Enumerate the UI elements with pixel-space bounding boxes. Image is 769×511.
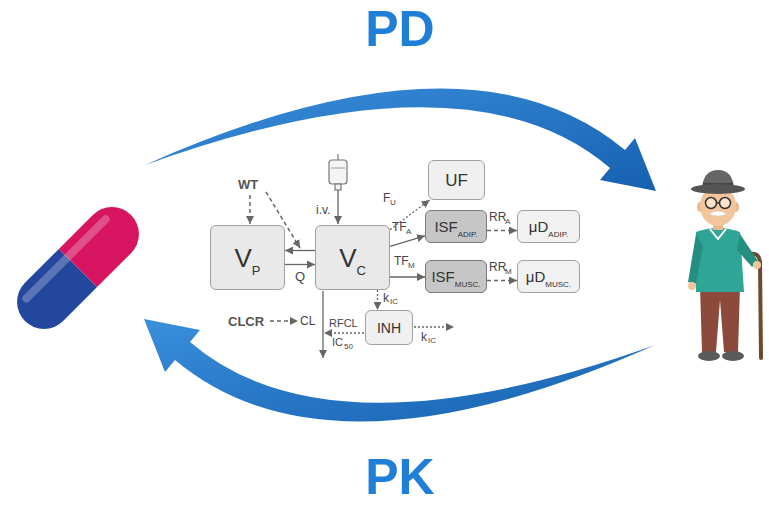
parameter-subscript: M [408,262,415,270]
node-text: μDADIP. [529,219,568,235]
covariate-label: CLCR [228,315,264,328]
flow-arrow [285,264,315,265]
compartment-subscript: ADIP. [458,230,478,239]
tissue-box: ISFADIP. [425,210,487,243]
compartment-name: INH [377,320,401,336]
parameter-label: IC [332,337,343,348]
pd-heading: PD [365,4,434,54]
route-label: i.v. [316,204,330,216]
parameter-label: k [421,331,427,343]
parameter-label: TF [392,221,407,233]
flow-arrow [487,230,517,231]
pk-heading: PK [365,452,434,502]
node-text: μDMUSC. [526,269,571,285]
parameter-subscript: A [505,218,510,226]
flow-arrow [285,250,315,251]
parameter-subscript: 50 [344,343,353,351]
node-text: UF [445,172,468,189]
parameter-label: TF [394,255,409,267]
capsule-pill [6,196,150,340]
compartment-subscript: MUSC. [545,280,571,289]
node-text: INH [377,320,401,336]
clcr-arrow [270,320,298,322]
tissue-box: ISFMUSC. [425,260,487,293]
flow-arrow [487,280,517,281]
compartment-name: V [339,243,356,273]
parameter-label: RFCL [329,318,358,329]
flow-arrow [390,236,425,246]
rfcl-arrow [324,332,364,333]
compartment-name: ISF [431,268,454,285]
compartment-box: UF [428,160,485,200]
kic-out-arrow [414,326,454,327]
elderly-patient [688,170,761,361]
node-text: VP [234,245,260,271]
parameter-subscript: A [406,228,411,236]
compartment-subscript: P [252,263,261,278]
pk-cycle-arrow [144,319,655,421]
infusion-bag [329,154,347,190]
compartment-name: μD [526,268,545,285]
flow-arrow [377,290,378,310]
compartment-subscript: MUSC. [455,280,481,289]
flow-arrow [390,276,425,277]
parameter-subscript: IC [428,337,436,345]
microdialysis-box: μDADIP. [517,210,580,243]
parameter-label: F [383,192,390,204]
compartment-subscript: C [356,263,365,278]
central-compartment: VP [210,225,285,290]
node-text: ISFMUSC. [431,269,480,285]
parameter-subscript: IC [390,298,398,306]
pd-cycle-arrow [145,89,656,191]
parameter-subscript: M [505,268,512,276]
compartment-name: UF [445,171,468,190]
node-text: VC [339,245,366,271]
parameter-label: RR [489,211,506,223]
parameter-label: RR [489,261,506,273]
covariate-label: WT [238,178,258,191]
central-compartment: VC [315,225,390,290]
iv-arrow [337,190,338,224]
parameter-label: Q [295,270,305,283]
parameter-subscript: U [390,199,396,207]
compartment-subscript: ADIP. [548,230,568,239]
parameter-label: k [383,292,389,304]
microdialysis-box: μDMUSC. [517,260,580,293]
cl-arrow [322,291,323,358]
inhibition-box: INH [365,310,413,345]
compartment-name: μD [529,218,548,235]
compartment-name: ISF [434,218,457,235]
wt-arrow [249,195,251,224]
compartment-name: V [234,243,251,273]
node-text: ISFADIP. [434,219,477,235]
parameter-label: CL [300,315,315,327]
